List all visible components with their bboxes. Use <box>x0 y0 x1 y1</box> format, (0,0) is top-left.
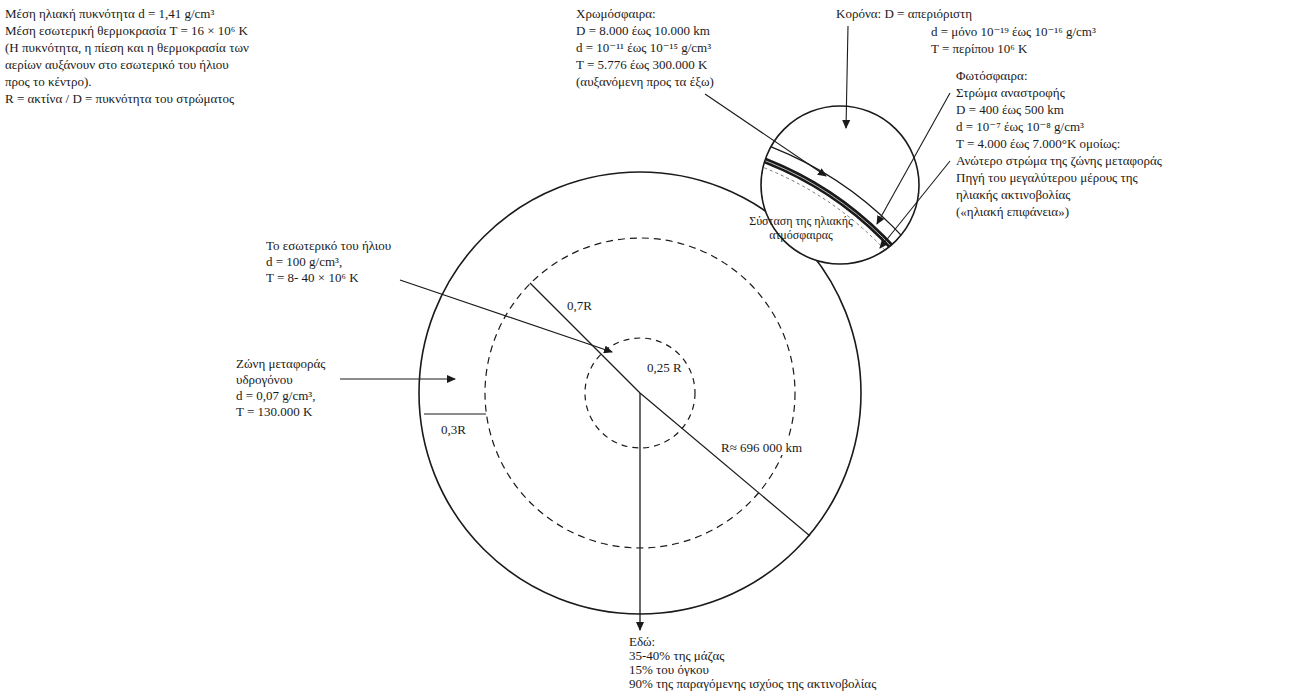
radius-line <box>530 283 640 393</box>
annotation-text: T = 130.000 K <box>235 404 313 419</box>
annotation-text: T = 5.776 έως 300.000 K <box>575 57 708 72</box>
atmosphere-layers <box>282 122 998 698</box>
annotation-text: Εδώ: <box>628 634 656 649</box>
leader-line <box>705 94 826 176</box>
pointer-arrow <box>639 393 640 630</box>
pointer-arrow <box>400 280 612 352</box>
annotation-text: T = περίπου 10⁶ K <box>930 41 1028 56</box>
annotation-text: d = μόνο 10⁻¹⁹ έως 10⁻¹⁶ g/cm³ <box>930 24 1097 39</box>
dimension-label: 0,7R <box>566 298 593 313</box>
annotation-text: Πηγή του μεγαλύτερου μέρους της <box>955 170 1139 185</box>
chromosphere-edge <box>282 122 998 698</box>
annotation-text: Ζώνη μεταφοράς <box>235 356 326 371</box>
annotation-text: Ανώτερο στρώμα της ζώνης μεταφοράς <box>955 153 1163 168</box>
dimension-line <box>424 414 486 415</box>
dimension-label: 0,3R <box>440 422 467 437</box>
annotation-text: D = 400 έως 500 km <box>955 102 1065 117</box>
annotation-text: 35-40% της μάζας <box>628 648 725 663</box>
annotation-text: D = 8.000 έως 10.000 km <box>575 23 711 38</box>
annotation-text: προς το κέντρο). <box>4 74 93 89</box>
annotation-text: αερίων αυξάνουν στο εσωτερικό του ήλιου <box>4 57 230 72</box>
annotation-text: 15% του όγκου <box>628 662 710 677</box>
annotation-text: d = 10⁻¹¹ έως 10⁻¹⁵ g/cm³ <box>575 40 712 55</box>
lens-caption: Σύσταση της ηλιακής ατμόσφαιρας <box>744 214 858 242</box>
annotation-text: 90% της παραγόμενης ισχύος της ακτινοβολ… <box>628 676 877 691</box>
annotation-text: Στρώμα αναστροφής <box>955 85 1066 100</box>
leader-line <box>877 93 950 224</box>
reversing-layer <box>297 137 983 698</box>
annotation-text: (αυξανόμενη προς τα έξω) <box>575 74 715 89</box>
annotation-text: T = 8- 40 × 10⁶ K <box>265 270 360 285</box>
magnifier-circle: Σύσταση της ηλιακής ατμόσφαιρας <box>760 105 920 265</box>
annotation-text: («ηλιακή επιφάνεια») <box>955 204 1070 219</box>
annotation-text: d = 0,07 g/cm³, <box>235 388 316 403</box>
annotation-text: R = ακτίνα / D = πυκνότητα του στρώματος <box>4 91 235 106</box>
annotation-text: Φωτόσφαιρα: <box>955 68 1029 83</box>
leader-line <box>846 26 848 128</box>
annotation-text: d = 100 g/cm³, <box>265 254 343 269</box>
annotation-text: T = 4.000 έως 7.000°K ομοίως: <box>955 136 1121 151</box>
annotation-text: Κορόνα: D = απεριόριστη <box>835 6 973 21</box>
annotation-text: Το εσωτερικό του ήλιου <box>265 238 392 253</box>
dimension-label: 0,25 R <box>646 360 683 375</box>
leader-line <box>880 161 950 248</box>
annotation-text: υδρογόνου <box>235 372 294 387</box>
annotation-text: (Η πυκνότητα, η πίεση και η θερμοκρασία … <box>4 40 250 55</box>
dimension-label: R≈ 696 000 km <box>720 440 803 455</box>
photosphere-band <box>297 137 983 698</box>
annotation-text: ηλιακής ακτινοβολίας <box>955 187 1071 202</box>
pointer-arrow <box>340 378 455 379</box>
annotation-text: Χρωμόσφαιρα: <box>575 6 657 21</box>
annotation-text: Μέση ηλιακή πυκνότητα d = 1,41 g/cm³ <box>4 6 215 21</box>
annotation-text: Μέση εσωτερική θερμοκρασία T = 16 × 10⁶ … <box>4 23 249 38</box>
radius-line <box>640 393 810 536</box>
annotation-text: d = 10⁻⁷ έως 10⁻⁸ g/cm³ <box>955 119 1085 134</box>
